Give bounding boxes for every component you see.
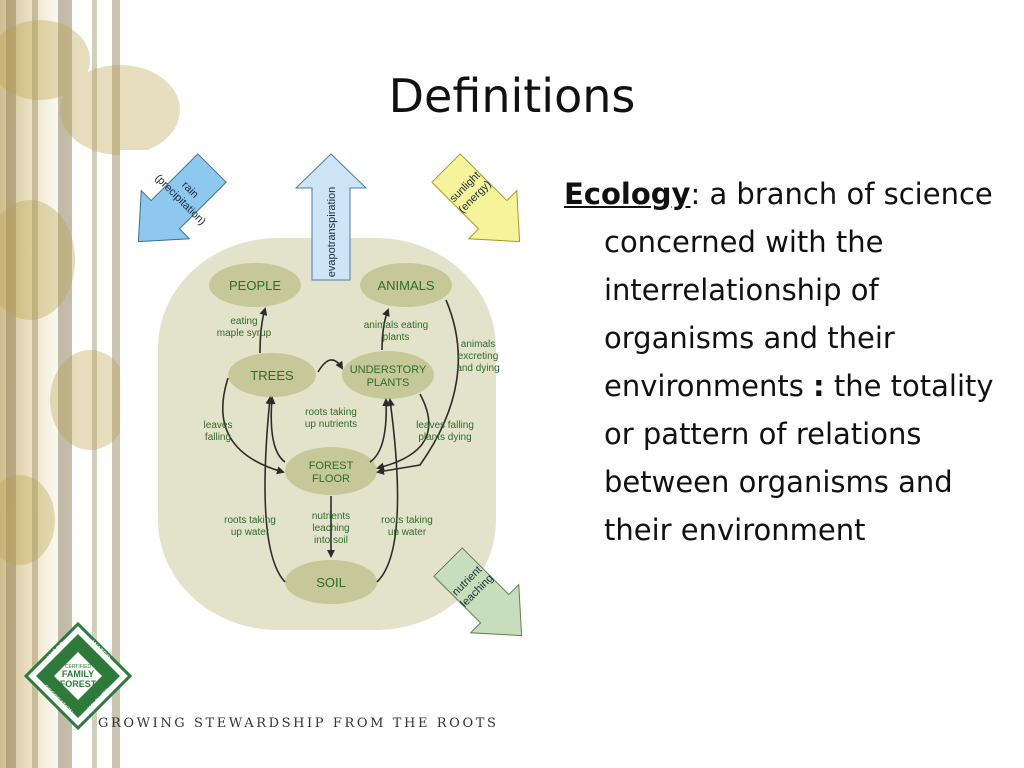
node-trees-label: TREES xyxy=(250,368,294,383)
label-eating-2: maple syrup xyxy=(217,328,272,339)
logo-certified: CERTIFIED xyxy=(65,664,92,670)
node-forest-floor-label-2: FLOOR xyxy=(312,473,350,485)
footer-tagline: GROWING STEWARDSHIP FROM THE ROOTS xyxy=(98,716,499,731)
label-roots-water-right-1: roots taking xyxy=(381,515,433,526)
arrow-soil-to-understory xyxy=(376,398,399,583)
arrow-floor-to-understory xyxy=(369,398,391,463)
node-soil: SOIL xyxy=(285,560,377,604)
node-forest-floor: FOREST FLOOR xyxy=(285,447,377,495)
label-roots-nutrients-2: up nutrients xyxy=(305,419,357,430)
diagram-background xyxy=(158,238,496,630)
arrow-soil-to-trees xyxy=(264,396,286,583)
label-nutrients-leaching-2: leaching xyxy=(312,523,349,534)
label-animals-excreting-2: excreting xyxy=(458,351,499,362)
evapotranspiration-label: evapotranspiration xyxy=(326,187,338,278)
label-nutrients-leaching-3: into soil xyxy=(314,535,348,546)
node-soil-label: SOIL xyxy=(316,575,346,590)
label-nutrients-leaching-1: nutrients xyxy=(312,511,350,522)
ecosystem-cycle-diagram: PEOPLE ANIMALS TREES UNDERSTORY PLANTS F… xyxy=(137,153,523,637)
label-leaves-plants-2: plants dying xyxy=(418,432,471,443)
arrow-trees-to-floor xyxy=(222,377,285,475)
ecology-definition: Ecology: a branch of science concerned w… xyxy=(564,170,1004,554)
node-people-label: PEOPLE xyxy=(229,278,281,293)
label-roots-water-left-2: up water xyxy=(231,527,270,538)
label-animals-eating-1: animals eating xyxy=(364,320,428,331)
label-roots-water-left-1: roots taking xyxy=(224,515,276,526)
label-roots-nutrients-1: roots taking xyxy=(305,407,357,418)
label-animals-excreting-3: and dying xyxy=(456,363,499,374)
node-understory-label-2: PLANTS xyxy=(367,377,410,389)
rain-arrow: rain (precipitation) xyxy=(137,153,227,243)
node-trees: TREES xyxy=(228,353,316,397)
slide-title: Definitions xyxy=(388,69,636,123)
sunlight-arrow: sunlight (energy) xyxy=(431,153,521,243)
node-people: PEOPLE xyxy=(209,263,301,307)
label-leaves-falling-2: falling xyxy=(205,432,231,443)
label-animals-eating-2: plants xyxy=(383,332,410,343)
node-understory-plants: UNDERSTORY PLANTS xyxy=(342,351,434,399)
arrow-understory-to-animals xyxy=(381,308,390,351)
node-animals: ANIMALS xyxy=(360,263,452,307)
arrow-trees-to-people xyxy=(259,307,268,354)
label-leaves-falling-1: leaves xyxy=(204,420,233,431)
arrow-floor-to-trees xyxy=(267,396,286,463)
nutrient-leaching-arrow: nutrient leaching xyxy=(433,547,523,637)
arrow-trees-to-understory xyxy=(317,359,344,373)
logo-forest: FOREST xyxy=(60,679,97,689)
label-leaves-plants-1: leaves falling xyxy=(416,420,474,431)
label-eating-1: eating xyxy=(230,316,257,327)
arrow-animals-to-floor xyxy=(376,299,460,475)
logo-family: FAMILY xyxy=(62,669,94,679)
certified-family-forest-logo: CERTIFIED FAMILY FOREST WOOD WATER RECRE… xyxy=(24,622,132,730)
definition-text-2: the totality or pattern of relations bet… xyxy=(604,369,994,547)
definition-colon: : xyxy=(813,369,825,403)
definition-term: Ecology xyxy=(564,177,691,211)
node-understory-label-1: UNDERSTORY xyxy=(350,364,427,376)
label-roots-water-right-2: up water xyxy=(388,527,427,538)
evapotranspiration-arrow: evapotranspiration xyxy=(294,153,368,281)
node-forest-floor-label-1: FOREST xyxy=(309,460,354,472)
node-animals-label: ANIMALS xyxy=(377,278,434,293)
arrow-understory-to-floor xyxy=(376,393,430,471)
definition-text-1: : a branch of science concerned with the… xyxy=(604,177,993,403)
label-animals-excreting-1: animals xyxy=(461,339,495,350)
